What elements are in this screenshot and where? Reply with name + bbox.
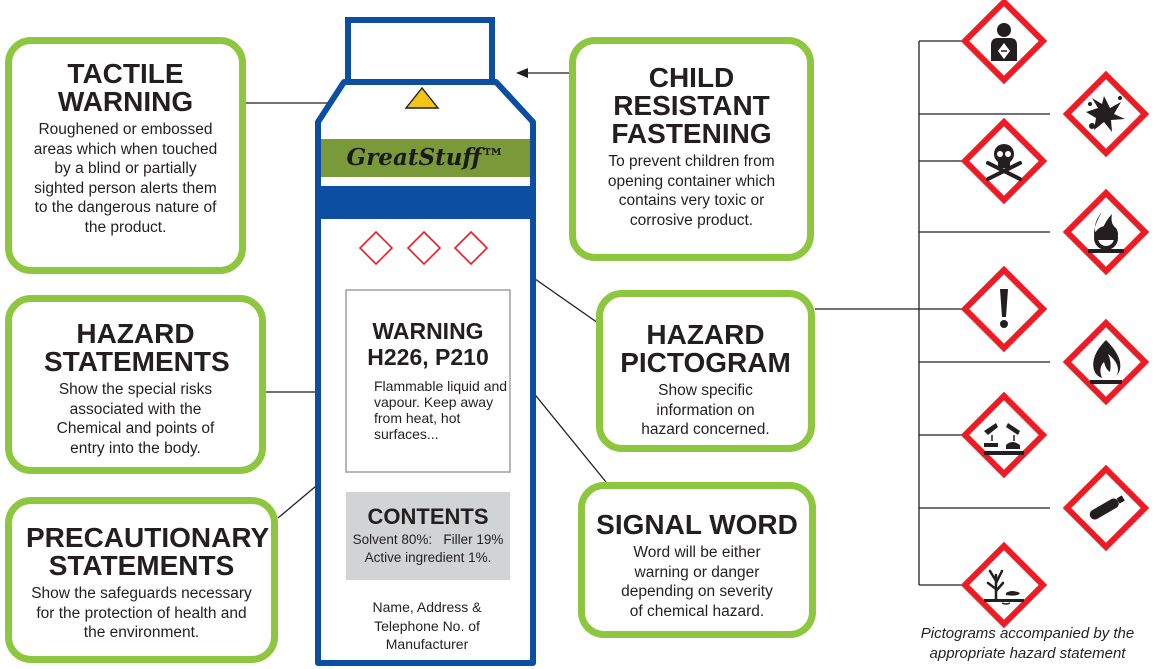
hazard-codes: H226, P210 [367,344,489,370]
gas-cylinder-icon [1062,464,1150,552]
toxic-skull-icon [960,117,1048,205]
hazard-pictogram-title: HAZARD PICTOGRAM [620,319,791,378]
exclamation-icon [960,265,1048,353]
tactile-warning-title: TACTILE WARNING [57,58,194,117]
child-resistant-box: CHILD RESISTANT FASTENING To prevent chi… [569,37,814,261]
health-hazard-icon [960,0,1048,85]
pictograms-caption: Pictograms accompanied by the appropriat… [920,625,1135,662]
hazard-statements-box: HAZARD STATEMENTS Show the special risks… [5,295,266,474]
hazard-pictogram-body: Show specific information on hazard conc… [641,382,770,438]
environment-icon [960,541,1048,629]
contents-line-1: Solvent 80%: Filler 19% [352,532,504,547]
explosive-icon [1062,70,1150,158]
hazard-statement-text: Flammable liquid and vapour. Keep away f… [374,378,508,442]
corrosive-icon [960,391,1048,479]
precautionary-statements-body: Show the safeguards necessary for the pr… [31,585,252,641]
tactile-warning-body: Roughened or embossed areas which when t… [33,121,218,236]
child-resistant-body: To prevent children from opening contain… [607,153,776,229]
signal-word-title: SIGNAL WORD [596,509,798,540]
contents-panel [346,492,510,580]
contents-title: CONTENTS [367,504,489,529]
brand-name: GreatStuff™ [346,144,505,171]
hazard-statements-body: Show the special risks associated with t… [56,381,215,457]
manufacturer-text: Name, Address & Telephone No. of Manufac… [372,599,482,652]
precautionary-statements-title: PRECAUTIONARY STATEMENTS [26,522,270,581]
blue-band [321,186,530,219]
placeholder-diamond-2 [406,230,442,266]
signal-word-box: SIGNAL WORD Word will be either warning … [578,482,816,638]
pictogram-placeholders [358,230,489,266]
contents-line-2: Active ingredient 1%. [364,550,492,565]
placeholder-diamond-1 [358,230,394,266]
brand-band [321,139,530,177]
oxidizer-icon [1062,188,1150,276]
signal-word-text: WARNING [372,318,484,344]
hazard-pictogram-box: HAZARD PICTOGRAM Show specific informati… [596,290,815,452]
tactile-warning-box: TACTILE WARNING Roughened or embossed ar… [5,37,246,274]
child-resistant-title: CHILD RESISTANT FASTENING [611,62,772,149]
placeholder-diamond-3 [453,230,489,266]
flammable-icon [1062,318,1150,406]
signal-word-body: Word will be either warning or danger de… [621,544,773,620]
pictogram-tree [815,40,1050,586]
precautionary-statements-box: PRECAUTIONARY STATEMENTS Show the safegu… [5,497,278,663]
tactile-triangle [404,86,440,109]
warning-panel [345,289,511,473]
hazard-statements-title: HAZARD STATEMENTS [44,318,230,377]
